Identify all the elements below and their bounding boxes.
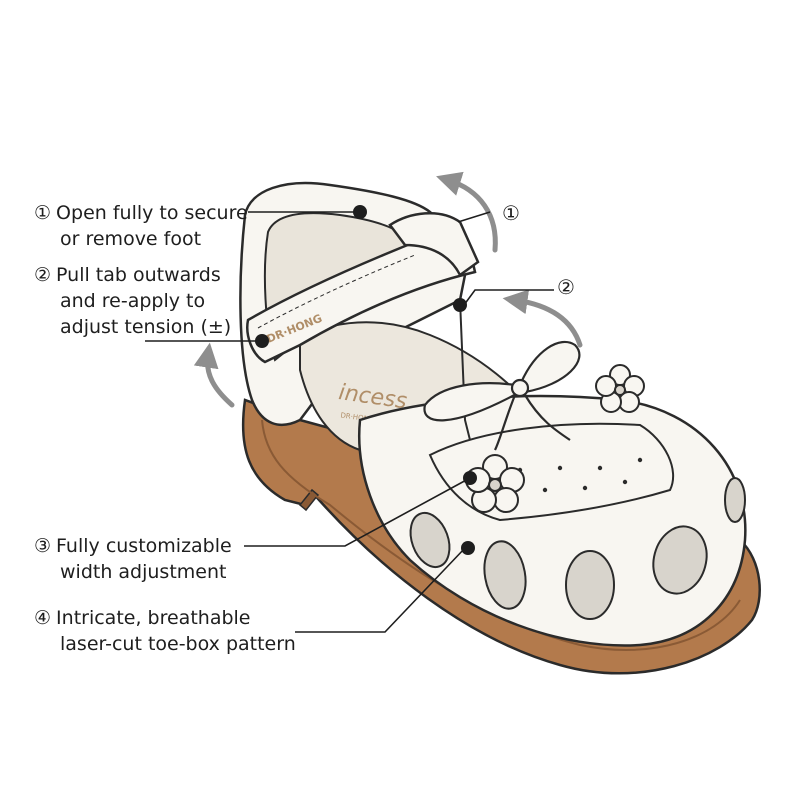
toe-cutout bbox=[409, 511, 451, 569]
leader-lines bbox=[145, 211, 554, 633]
callout-text: Fully customizable bbox=[56, 535, 232, 557]
callout-text: width adjustment bbox=[60, 561, 227, 583]
callout-number: ② bbox=[34, 264, 52, 286]
reapply-arrow-icon bbox=[193, 342, 235, 408]
callout-text: Pull tab outwards bbox=[56, 264, 221, 286]
callout-number: ④ bbox=[34, 607, 52, 629]
pull-arrow-icon bbox=[502, 289, 583, 348]
callout-text: and re-apply to bbox=[60, 290, 206, 312]
callout-text: Open fully to secure bbox=[56, 202, 248, 224]
callout-text: laser-cut toe-box pattern bbox=[60, 633, 296, 655]
badge-step-1: ① bbox=[502, 201, 520, 225]
open-arrow-icon bbox=[436, 171, 498, 253]
velcro-strap: DR·HONG bbox=[246, 211, 480, 364]
callout-number: ① bbox=[34, 202, 52, 224]
toe-cutout bbox=[652, 525, 708, 595]
toe-cutout bbox=[483, 540, 527, 610]
callout-text: or remove foot bbox=[60, 228, 202, 250]
callout-text: adjust tension (±) bbox=[60, 316, 232, 338]
callout-number: ③ bbox=[34, 535, 52, 557]
toe-cutout bbox=[565, 550, 615, 620]
leader-dots bbox=[255, 205, 477, 555]
toe-cutout bbox=[724, 477, 746, 523]
callout-text: Intricate, breathable bbox=[56, 607, 251, 629]
badge-step-2: ② bbox=[557, 275, 575, 299]
bow bbox=[423, 340, 581, 451]
motion-arrows bbox=[193, 171, 583, 408]
